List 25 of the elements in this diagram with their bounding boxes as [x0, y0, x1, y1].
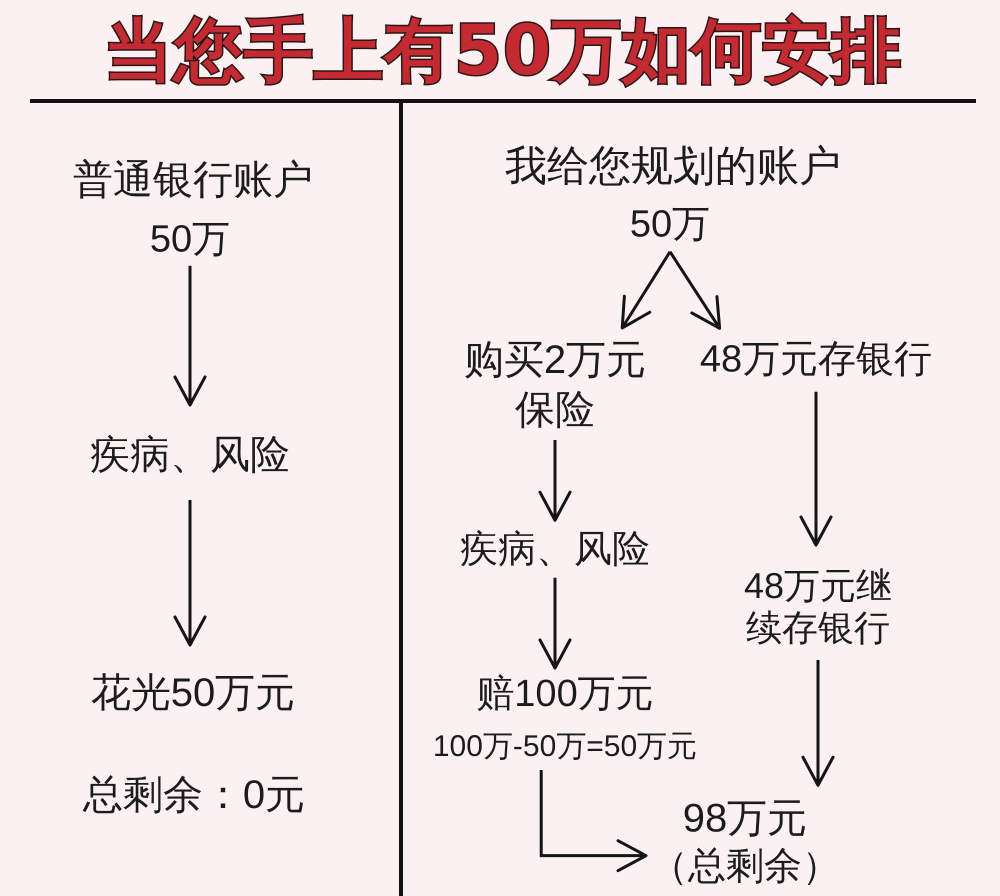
step-label: 花光50万元: [90, 668, 296, 718]
arrow: [802, 660, 834, 787]
step-label: 50万: [630, 201, 710, 249]
step-label: 赔100万元: [475, 672, 655, 717]
note-text: （总剩余）: [650, 844, 840, 890]
step-label: 48万元存银行: [700, 336, 932, 384]
total-amount: 98万元: [682, 795, 808, 842]
arrow: [620, 250, 672, 330]
arrow: [800, 392, 832, 546]
step-label: 购买2万元保险: [459, 335, 651, 435]
step-label: 疾病、风险: [460, 526, 650, 574]
step-label: 50万: [150, 216, 230, 264]
arrow: [174, 500, 206, 646]
arrow: [538, 578, 572, 670]
arrow: [174, 266, 206, 406]
arrow: [668, 250, 722, 330]
arrow: [538, 440, 572, 522]
title: 当您手上有50万如何安排: [104, 14, 902, 90]
step-label: 疾病、风险: [90, 430, 290, 480]
total-label: 总剩余：0元: [82, 772, 306, 819]
step-label: 48万元继续存银行: [736, 565, 900, 649]
column-heading: 我给您规划的账户: [505, 140, 841, 191]
column-heading: 普通银行账户: [73, 157, 313, 204]
calculation-text: 100万-50万=50万元: [432, 728, 698, 764]
arrow: [540, 770, 648, 872]
